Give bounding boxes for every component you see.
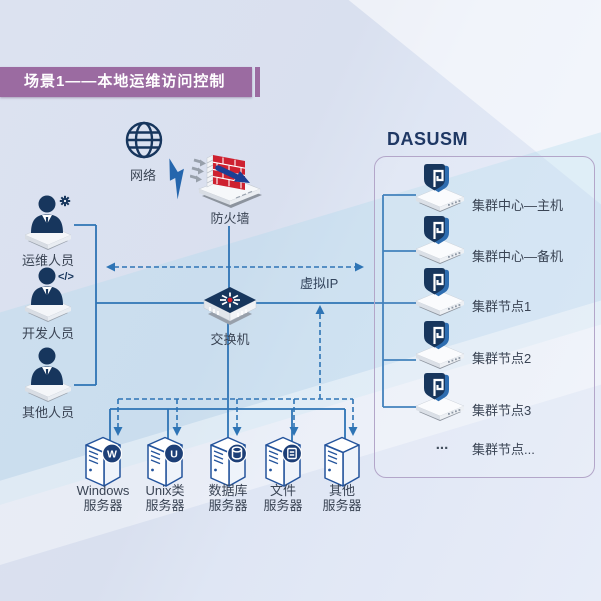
switch-icon (203, 287, 257, 325)
server-file-icon (265, 436, 303, 487)
scene-banner-fold (255, 67, 260, 97)
server-unix-icon: U (147, 436, 185, 487)
lightning-icon (169, 158, 184, 200)
server-database-icon (210, 436, 248, 487)
disk-icon (281, 443, 303, 464)
user-dev-label: 开发人员 (21, 326, 74, 341)
cluster-node-icon (415, 373, 465, 421)
cluster-node-label: 集群节点3 (472, 403, 532, 418)
cluster-node-icon (415, 268, 465, 316)
svg-text:U: U (170, 449, 178, 461)
scene-title: 场景1——本地运维访问控制 (24, 73, 226, 90)
user-other-label: 其他人员 (21, 405, 74, 420)
cluster-more-label: 集群节点... (472, 442, 535, 457)
cluster-panel (374, 156, 595, 478)
code-icon: </> (58, 271, 74, 283)
gear-icon (59, 195, 71, 207)
cluster-node-label: 集群节点1 (472, 299, 532, 314)
server-other-icon (324, 436, 360, 487)
user-ops-icon (24, 195, 72, 250)
server-windows-label: Windows 服务器 (76, 483, 130, 513)
server-windows-icon: W (85, 436, 123, 487)
cluster-ellipsis: ... (435, 436, 449, 453)
unix-badge-icon (163, 443, 185, 464)
windows-badge-icon (101, 443, 123, 464)
firewall-label: 防火墙 (210, 211, 250, 226)
server-unix-label: Unix类 服务器 (145, 483, 185, 513)
cluster-node-label: 集群中心—主机 (472, 198, 564, 213)
scene-banner: 场景1——本地运维访问控制 (0, 67, 252, 97)
user-other-icon (24, 347, 72, 402)
network-label: 网络 (129, 168, 156, 183)
cluster-node-icon (415, 216, 465, 264)
network-globe-icon (125, 121, 163, 159)
user-dev-icon: </> (24, 267, 74, 322)
virtual-ip-label: 虚拟IP (300, 276, 339, 291)
cluster-title: DASUSM (387, 129, 469, 149)
cluster-node-icon (415, 164, 465, 212)
server-file-label: 文件 服务器 (263, 483, 303, 513)
svg-text:W: W (107, 449, 117, 461)
firewall-icon (190, 154, 262, 208)
server-other-label: 其他 服务器 (322, 483, 362, 513)
cluster-node-label: 集群节点2 (472, 351, 532, 366)
cluster-node-icon (415, 321, 465, 369)
server-database-label: 数据库 服务器 (208, 483, 248, 513)
user-ops-label: 运维人员 (21, 253, 74, 268)
cluster-node-label: 集群中心—备机 (472, 249, 564, 264)
switch-label: 交换机 (210, 332, 250, 347)
